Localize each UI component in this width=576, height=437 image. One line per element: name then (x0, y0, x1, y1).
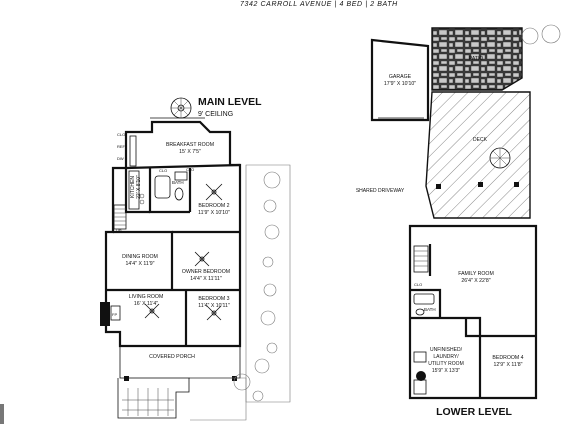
living-room-label: LIVING ROOM (129, 294, 164, 300)
bathtub-icon (413, 293, 435, 305)
closet-label-3: CLO (186, 167, 194, 172)
closet-label-1: CLO (117, 132, 125, 137)
breakfast-room-dims: 15' X 7'5" (179, 149, 201, 155)
closet-label-2: CLO (159, 168, 167, 173)
utility-room-dims: 15'9" X 13'3" (432, 368, 460, 374)
utility-room-label-line1: UNFINISHED/ (430, 347, 463, 353)
main-level-ceiling: 9' CEILING (198, 111, 233, 118)
lower-level-plan (370, 24, 561, 400)
washer-icon (413, 351, 427, 363)
family-room-dims: 26'4" X 22'8" (461, 278, 490, 284)
lower-house-outline (408, 224, 538, 400)
ceiling-fan-icon (194, 251, 210, 267)
tree-icon (521, 24, 561, 45)
stairs-icon (113, 204, 127, 230)
ceiling-fan-icon (206, 305, 222, 321)
toilet-icon (415, 308, 425, 316)
shared-driveway-label: SHARED DRIVEWAY (356, 188, 405, 194)
edge-mark (0, 404, 4, 424)
water-heater-icon (416, 371, 426, 381)
living-room-dims: 16' X 11'4" (134, 301, 158, 307)
furnace-icon (413, 379, 427, 395)
stairs-icon (413, 245, 429, 273)
utility-room-label-line3: UTILITY ROOM (428, 361, 463, 367)
breakfast-room-label: BREAKFAST ROOM (166, 142, 214, 148)
bedroom-4-dims: 12'9" X 11'8" (494, 362, 523, 368)
main-level-title: MAIN LEVEL (198, 96, 262, 108)
owner-bedroom-label: OWNER BEDROOM (182, 269, 230, 275)
family-room-label: FAMILY ROOM (458, 271, 494, 277)
lower-closet-label: CLO (414, 282, 422, 287)
bedroom-4-label: BEDROOM 4 (492, 355, 523, 361)
dining-room-label: DINING ROOM (122, 254, 158, 260)
spiral-stair-icon (170, 97, 192, 119)
ceiling-fan-icon (144, 303, 160, 319)
deck-hatched (425, 91, 531, 219)
kitchen-label: KITCHEN (130, 176, 136, 198)
lower-bath-label: BATH (424, 307, 436, 312)
dining-room-dims: 14'4" X 11'9" (126, 261, 155, 267)
deck-label: DECK (473, 137, 488, 143)
garage-dims: 17'9" X 10'10" (384, 81, 416, 87)
stairs-up-label: UP (116, 228, 122, 233)
utility-room-label-line2: LAUNDRY/ (433, 354, 459, 360)
covered-porch-outline (119, 345, 241, 379)
patio-stone (431, 27, 523, 91)
bath-label: BATH (172, 180, 184, 185)
garage-outline (370, 38, 430, 122)
kitchen-dims: 22' X 8'10" (136, 175, 142, 199)
sink-icon (174, 171, 188, 181)
toilet-icon (174, 187, 184, 201)
listing-header: 7342 CARROLL AVENUE | 4 BED | 2 BATH (240, 1, 398, 8)
owner-bedroom-dims: 14'4" X 11'11" (190, 276, 222, 282)
bedroom-3-dims: 11'4" X 10'11" (198, 303, 230, 309)
dishwasher-label: DW (117, 156, 124, 161)
bathtub-icon (154, 175, 171, 199)
shrub-icon (233, 171, 281, 402)
covered-porch-label: COVERED PORCH (149, 354, 195, 360)
spiral-stair-icon (489, 147, 511, 169)
main-level-plan (100, 97, 291, 421)
bedroom-3-label: BEDROOM 3 (198, 296, 229, 302)
fireplace-label: FP (112, 312, 117, 317)
patio-label: PATIO (469, 56, 483, 62)
refrigerator-label: REF (117, 144, 126, 149)
garage-label: GARAGE (389, 74, 412, 80)
ceiling-fan-icon (205, 183, 223, 201)
fireplace-icon (100, 302, 110, 326)
kitchen-counter (128, 170, 140, 210)
bedroom-2-dims: 11'9" X 10'10" (198, 210, 230, 216)
lower-level-title: LOWER LEVEL (436, 406, 512, 418)
bedroom-2-label: BEDROOM 2 (198, 203, 229, 209)
